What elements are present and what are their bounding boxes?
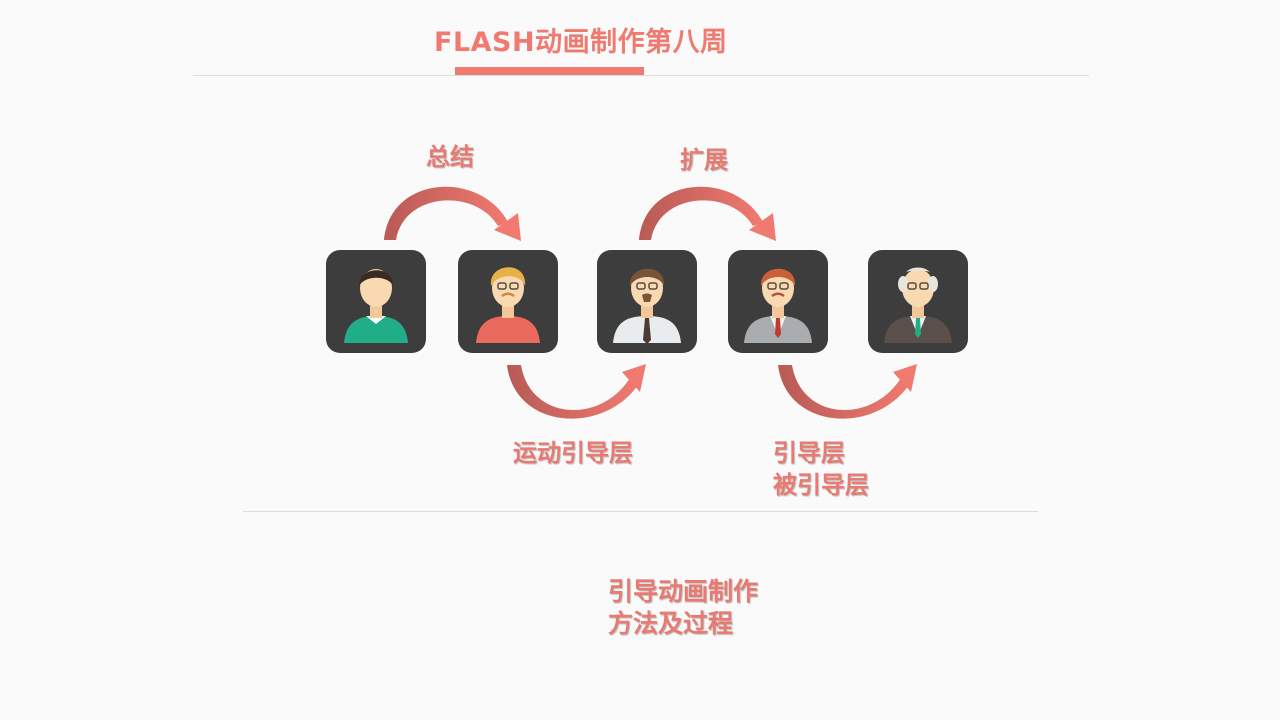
- label-motion-guide: 运动引导层: [513, 439, 633, 467]
- label-summary: 总结: [426, 143, 474, 171]
- label-guide-layer: 引导层: [773, 439, 845, 467]
- arrow-guide-layer: [778, 364, 917, 419]
- man-white-shirt-tie-icon: [597, 250, 697, 353]
- footer-line-2: 方法及过程: [608, 609, 734, 638]
- mid-divider: [243, 511, 1038, 512]
- page-title: FLASH动画制作第八周: [434, 27, 728, 58]
- young-man-green-shirt-icon: [326, 250, 426, 353]
- arrow-motion-guide: [507, 364, 646, 419]
- title-accent-bar: [455, 67, 644, 75]
- arrow-extend: [639, 186, 776, 241]
- man-grey-suit-red-tie-icon: [728, 250, 828, 353]
- elder-man-dark-suit-icon: [868, 250, 968, 353]
- footer-line-1: 引导动画制作: [608, 577, 759, 606]
- blond-man-glasses-icon: [458, 250, 558, 353]
- label-extend: 扩展: [680, 146, 728, 174]
- arrow-summary: [384, 186, 521, 241]
- label-guided-layer: 被引导层: [773, 471, 869, 499]
- top-divider: [193, 75, 1089, 76]
